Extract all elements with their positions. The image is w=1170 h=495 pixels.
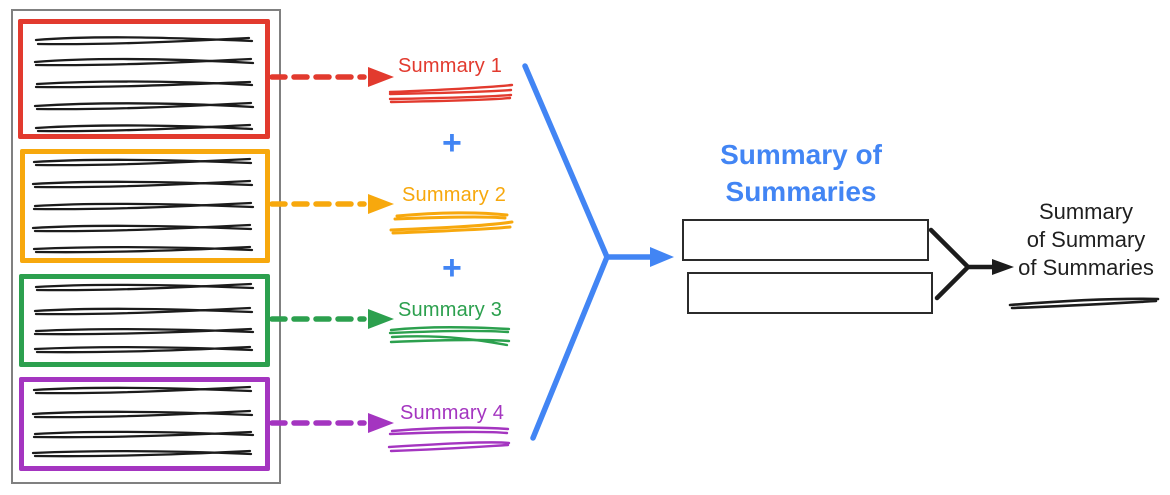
dashed-arrow-summary-2	[269, 194, 394, 214]
arrowhead-icon	[368, 194, 394, 214]
summary-4-scribble	[387, 426, 511, 453]
document-lines-group-3	[33, 282, 255, 354]
arrowhead-icon	[368, 309, 394, 329]
arrowhead-icon	[368, 413, 394, 433]
summary-3-scribble	[388, 326, 511, 347]
merge-arrow-blue	[522, 63, 674, 441]
summary-1-scribble	[388, 83, 514, 104]
document-group-1	[18, 19, 270, 139]
summary-3-label: Summary 3	[398, 299, 503, 321]
document-group-2	[20, 149, 270, 263]
arrowhead-icon	[992, 259, 1014, 275]
summary-2-scribble	[389, 211, 514, 235]
final-summary-scribble	[1008, 297, 1160, 310]
arrowhead-icon	[650, 247, 674, 267]
document-lines-group-1	[33, 36, 255, 133]
plus-icon: +	[442, 124, 462, 162]
document-lines-group-2	[31, 157, 255, 254]
summary-of-summaries-title: Summary of Summaries	[720, 139, 882, 207]
document-group-4	[19, 377, 270, 471]
final-summary-label: Summary of Summary of Summaries	[1004, 198, 1168, 282]
summary-2-label: Summary 2	[402, 184, 507, 206]
dashed-arrow-summary-4	[269, 413, 394, 433]
plus-icon: +	[442, 249, 462, 287]
final-summary-line-1: Summary	[1038, 199, 1134, 224]
dashed-arrow-summary-1	[269, 67, 394, 87]
summary-of-summaries-box-1	[682, 219, 929, 261]
summary-4-label: Summary 4	[400, 402, 505, 424]
final-summary-line-3: of Summaries	[1018, 255, 1154, 280]
merge-arrow-black	[928, 227, 1014, 301]
final-summary-line-2: of Summary	[1026, 227, 1146, 252]
summary-of-summaries-box-2	[687, 272, 933, 314]
document-lines-group-4	[31, 385, 255, 458]
summary-1-label: Summary 1	[398, 55, 503, 77]
dashed-arrow-summary-3	[269, 309, 394, 329]
arrowhead-icon	[368, 67, 394, 87]
document-group-3	[19, 274, 270, 367]
